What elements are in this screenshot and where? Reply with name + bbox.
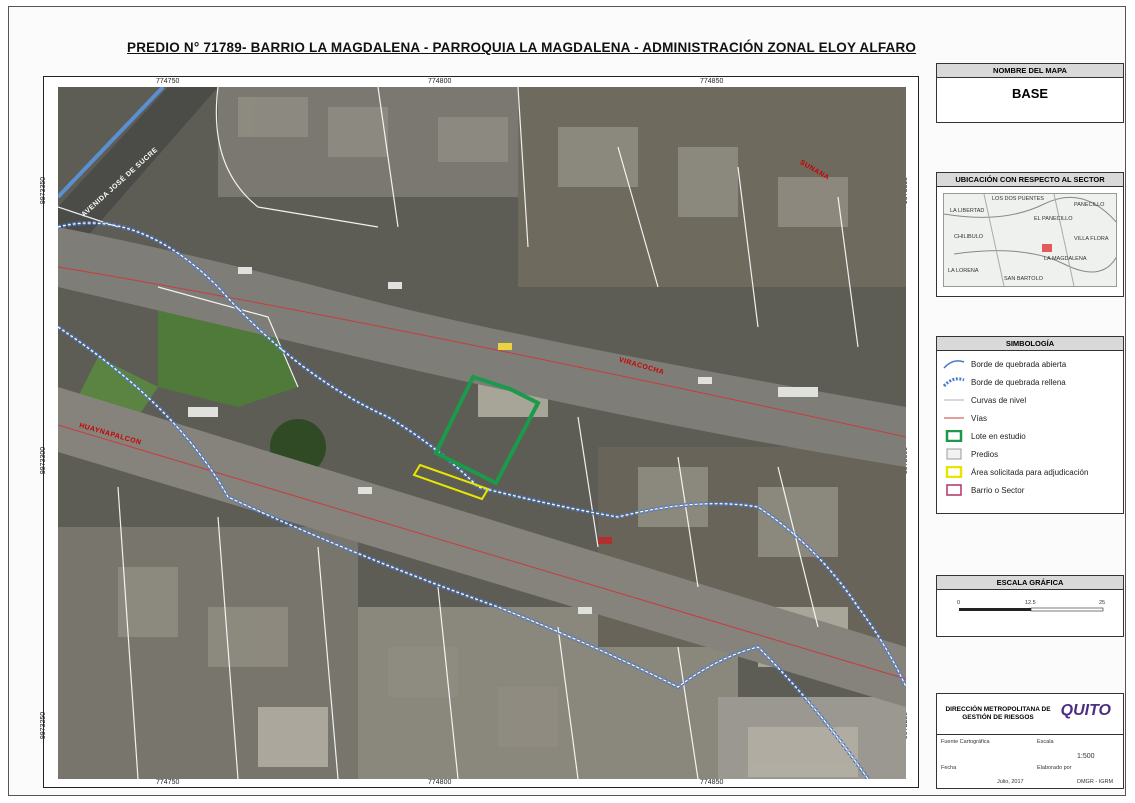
- map-name-header: NOMBRE DEL MAPA: [937, 64, 1123, 78]
- aerial-map-svg: [58, 87, 906, 779]
- institution-panel: DIRECCIÓN METROPOLITANA DE GESTIÓN DE RI…: [936, 693, 1124, 789]
- quito-logo: QUITO: [1060, 702, 1111, 719]
- escala-value: 1:500: [1077, 753, 1095, 760]
- legend-item: Predios: [937, 445, 1123, 463]
- location-header: UBICACIÓN CON RESPECTO AL SECTOR: [937, 173, 1123, 187]
- x-coord-top-2: 774800: [428, 78, 452, 85]
- minimap-label: SAN BARTOLO: [1004, 276, 1043, 282]
- curve-line-icon: [943, 358, 965, 370]
- x-coord-top-3: 774850: [700, 78, 724, 85]
- minimap-label: LOS DOS PUENTES: [992, 196, 1044, 202]
- scale-header: ESCALA GRÁFICA: [937, 576, 1123, 590]
- legend-label: Predios: [971, 449, 999, 459]
- fecha-label: Fecha: [941, 765, 957, 771]
- thin-line-icon: [943, 394, 965, 406]
- legend-item: Área solicitada para adjudicación: [937, 463, 1123, 481]
- location-panel: UBICACIÓN CON RESPECTO AL SECTOR LOS DOS…: [936, 172, 1124, 297]
- escala-label: Escala: [1037, 739, 1054, 745]
- legend-label: Borde de quebrada rellena: [971, 377, 1066, 387]
- fuente-label: Fuente Cartográfica: [941, 739, 990, 745]
- minimap-label: LA LIBERTAD: [950, 208, 985, 214]
- legend-label: Curvas de nivel: [971, 395, 1027, 405]
- minimap-label: LA MAGDALENA: [1044, 256, 1087, 262]
- minimap-label: VILLA FLORA: [1074, 236, 1109, 242]
- legend-label: Lote en estudio: [971, 431, 1026, 441]
- green-box-icon: [943, 430, 965, 442]
- map-sheet: PREDIO N° 71789- BARRIO LA MAGDALENA - P…: [8, 6, 1126, 796]
- y-coord-left-2: 9973300: [40, 446, 48, 475]
- legend-item: Borde de quebrada abierta: [937, 355, 1123, 373]
- dotted-curve-icon: [943, 376, 965, 388]
- scale-panel: ESCALA GRÁFICA 0 12.5 25: [936, 575, 1124, 637]
- yellow-box-icon: [943, 466, 965, 478]
- road-line-icon: [943, 412, 965, 424]
- info-table: Fuente Cartográfica Escala 1:500 Fecha E…: [937, 734, 1123, 785]
- legend-item: Curvas de nivel: [937, 391, 1123, 409]
- minimap-label: LA LORENA: [948, 268, 979, 274]
- scale-tick: 0: [957, 600, 961, 606]
- minimap-label: EL PANECILLO: [1034, 216, 1073, 222]
- scale-tick: 12.5: [1025, 600, 1036, 606]
- legend-item: Borde de quebrada rellena: [937, 373, 1123, 391]
- minimap-label: CHILIBULO: [954, 234, 984, 240]
- minimap-svg: [944, 194, 1116, 286]
- legend-panel: SIMBOLOGÍA Borde de quebrada abierta Bor…: [936, 336, 1124, 514]
- legend-label: Borde de quebrada abierta: [971, 359, 1067, 369]
- x-coord-bottom-1: 774750: [156, 779, 180, 786]
- scale-tick: 25: [1099, 600, 1106, 606]
- magenta-box-icon: [943, 484, 965, 496]
- map-name-value: BASE: [1011, 86, 1049, 101]
- x-coord-bottom-2: 774800: [428, 779, 452, 786]
- legend-label: Barrio o Sector: [971, 485, 1025, 495]
- legend-item: Barrio o Sector: [937, 481, 1123, 499]
- legend-item: Vías: [937, 409, 1123, 427]
- legend-item: Lote en estudio: [937, 427, 1123, 445]
- minimap-label: PANECILLO: [1074, 202, 1105, 208]
- scale-bar: 0 12.5 25: [949, 600, 1111, 614]
- map-name-panel: NOMBRE DEL MAPA BASE: [936, 63, 1124, 123]
- legend-label: Vías: [971, 413, 988, 423]
- legend-header: SIMBOLOGÍA: [937, 337, 1123, 351]
- location-minimap[interactable]: LOS DOS PUENTES PANECILLO LA LIBERTAD EL…: [943, 193, 1117, 287]
- elaborado-value: DMGR - IGRM: [1077, 779, 1114, 785]
- elaborado-label: Elaborado por: [1037, 765, 1072, 771]
- x-coord-top-1: 774750: [156, 78, 180, 85]
- y-coord-left-1: 9973350: [40, 176, 48, 205]
- institution-name: DIRECCIÓN METROPOLITANA DE GESTIÓN DE RI…: [945, 706, 1051, 721]
- map-title: PREDIO N° 71789- BARRIO LA MAGDALENA - P…: [127, 40, 917, 55]
- aerial-image[interactable]: AVENIDA JOSÉ DE SUCRE VIRACOCHA HUAYNAPA…: [58, 87, 906, 779]
- x-coord-bottom-3: 774850: [700, 779, 724, 786]
- map-frame: 774750 774800 774850 774750 774800 77485…: [40, 76, 919, 788]
- scale-bar-svg: [959, 607, 1104, 612]
- grey-box-icon: [943, 448, 965, 460]
- legend-label: Área solicitada para adjudicación: [971, 467, 1089, 477]
- y-coord-left-3: 9973250: [40, 711, 48, 740]
- fecha-value: Julio, 2017: [997, 779, 1024, 785]
